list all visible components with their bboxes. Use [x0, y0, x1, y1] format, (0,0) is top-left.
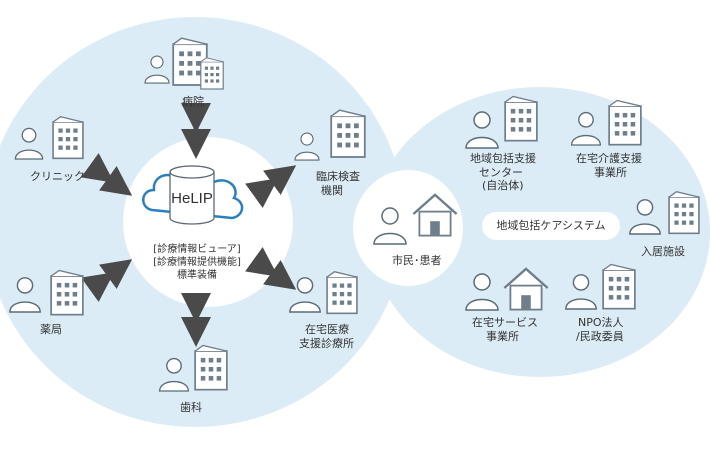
arrow-clinic [81, 153, 133, 196]
hub-caption-1: [診療情報ビューア] [153, 242, 241, 255]
npo-label-1: NPO法人 [578, 316, 624, 329]
dental-label: 歯科 [180, 401, 202, 414]
clinic-label: クリニック [30, 170, 85, 183]
connection-arrows [81, 103, 297, 347]
arrow-pharmacy [81, 259, 133, 302]
helip-logo-text: HeLIP [171, 190, 213, 207]
hub-caption-2: [診療情報提供機能] [153, 255, 241, 268]
npo-label-2: /民政委員 [576, 330, 624, 343]
lab-label-2: 機関 [321, 184, 343, 197]
pharmacy-label: 薬局 [40, 323, 62, 336]
home-service-label-2: 事業所 [486, 330, 519, 343]
arrow-homecare [245, 247, 297, 290]
system-label: 地域包括ケアシステム [482, 212, 620, 240]
helip-logo-icon [142, 165, 244, 225]
home-service-label-1: 在宅サービス [472, 316, 538, 329]
residential-label: 入居施設 [641, 245, 685, 258]
hub-caption-3: 標準装備 [177, 268, 217, 281]
care-support-label-2: 事業所 [594, 166, 627, 179]
homecare-clinic-label-1: 在宅医療 [305, 323, 349, 336]
homecare-clinic-label-2: 支援診療所 [299, 337, 354, 350]
care-support-label-1: 在宅介護支援 [576, 152, 642, 165]
support-center-label-3: (自治体) [482, 179, 524, 192]
support-center-label-1: 地域包括支援 [470, 152, 536, 165]
hospital-label: 病院 [182, 95, 204, 108]
lab-label-1: 臨床検査 [316, 170, 360, 183]
arrow-lab [245, 165, 297, 208]
support-center-label-2: センター [479, 166, 523, 179]
citizen-label: 市民･患者 [392, 254, 442, 267]
